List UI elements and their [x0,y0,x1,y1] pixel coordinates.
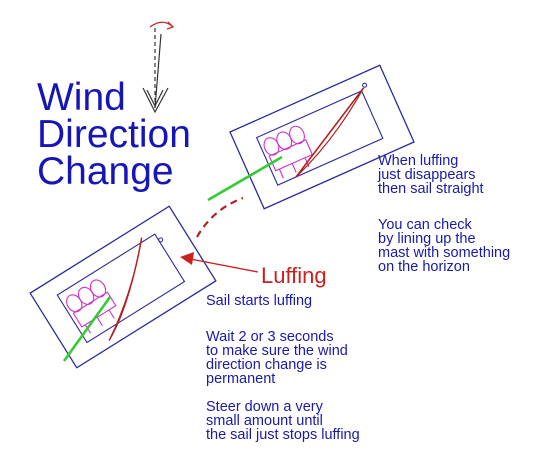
title-line: Change [37,150,174,193]
note-line: then sail straight [378,181,484,197]
diagram-title: Wind Direction Change [37,76,191,193]
boat-luffing-sail [29,205,217,369]
sail-straight [295,87,365,178]
mast-icon [362,82,368,88]
tell-tale-lower [62,296,112,362]
note-line: by lining up the [378,231,476,247]
note-line: Wait 2 or 3 seconds [206,329,334,345]
luffing-pointer-arrow [180,252,259,273]
note-line: Sail starts luffing [206,293,313,309]
note-luffing-disappears: When luffing just disappears then sail s… [378,153,484,197]
note-line: permanent [206,371,276,387]
wind-arrow-icon [142,28,169,114]
note-check-horizon: You can check by lining up the mast with… [378,217,511,275]
title-line: Wind [37,76,126,119]
title-line: Direction [37,113,191,156]
note-line: just disappears [378,167,476,183]
mast-icon [158,237,164,243]
note-line: on the horizon [378,259,470,275]
crew-icon [66,279,117,334]
boat-straight-sail [229,64,415,210]
note-line: to make sure the wind [206,343,348,359]
note-steer-down: Steer down a very small amount until the… [206,399,360,443]
note-line: Steer down a very [206,399,323,415]
note-line: When luffing [378,153,459,169]
note-sail-starts-luffing: Sail starts luffing [206,293,313,309]
note-line: small amount until [206,413,323,429]
luffing-label: Luffing [261,263,327,288]
tell-tale-upper [207,155,283,202]
note-line: the sail just stops luffing [206,427,360,443]
note-line: direction change is [206,357,327,373]
wind-shift-arrow-icon [149,21,175,30]
note-line: mast with something [378,245,511,261]
note-wait-seconds: Wait 2 or 3 seconds to make sure the win… [206,329,348,387]
note-line: You can check [378,217,472,233]
course-change-path [196,196,244,238]
